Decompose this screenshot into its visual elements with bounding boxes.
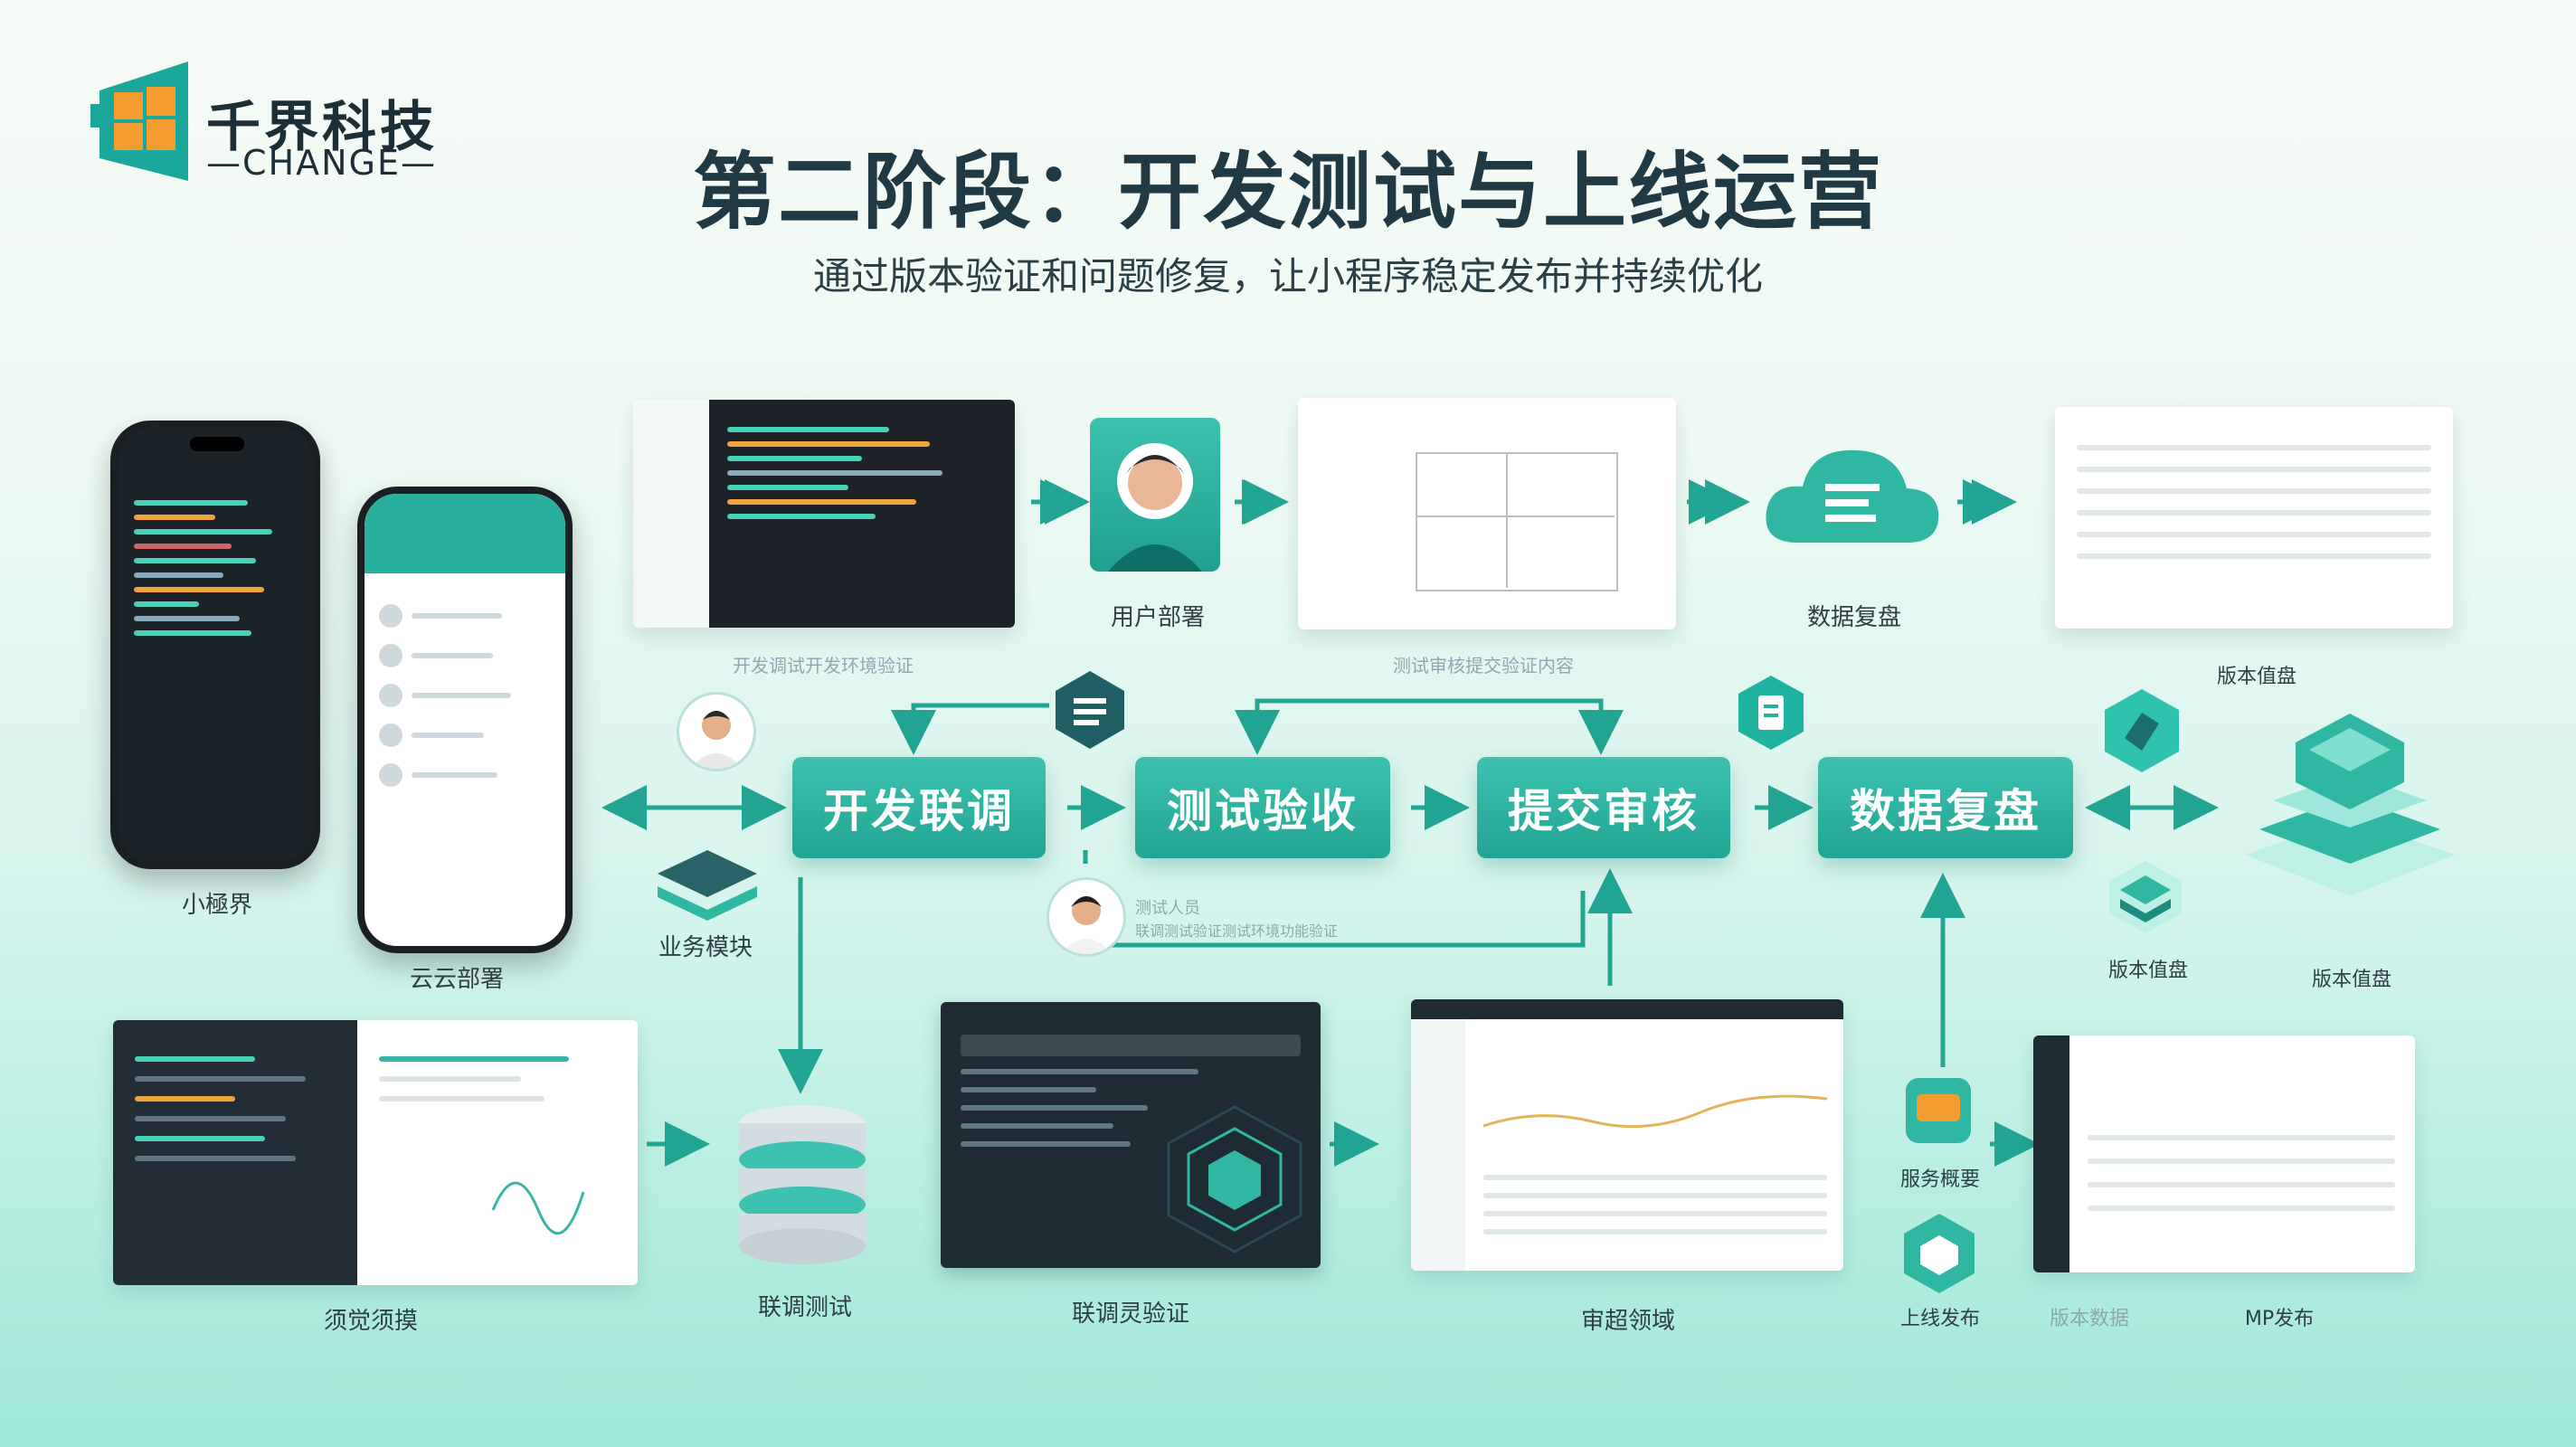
stage-submit-review[interactable]: 提交审核 <box>1477 757 1730 858</box>
user-avatar-card <box>1090 418 1220 572</box>
label-mp-publish: MP发布 <box>2244 1308 2315 1330</box>
dashboard-screenshot-review <box>1411 999 1843 1271</box>
wireframe-document <box>1298 398 1676 629</box>
person-icon <box>690 711 743 769</box>
devtool-screenshot <box>113 1020 638 1285</box>
clipboard-hex-icon <box>1738 676 1804 750</box>
line-chart-icon <box>1482 1094 1828 1129</box>
cloud-icon <box>1766 449 1939 543</box>
label-version-mgmt: 版本值盘 <box>2107 960 2188 982</box>
phone-light <box>357 487 573 953</box>
label-user-deploy: 用户部署 <box>1110 604 1205 631</box>
chat-bubble-icon <box>1906 1078 1971 1143</box>
layers-stack-icon <box>2245 714 2455 896</box>
brand-name: 千界科技 <box>206 96 438 159</box>
brand-logo <box>90 54 195 190</box>
label-data-review: 数据复盘 <box>1806 604 1901 631</box>
cloud-data-icon <box>1762 434 1943 552</box>
label-version-mgmt2: 版本值盘 <box>2311 969 2391 991</box>
logo-icon <box>90 61 188 181</box>
caption-dev: 开发调试开发环境验证 <box>733 655 914 676</box>
launch-hex-icon <box>1904 1214 1975 1293</box>
arrow-doc-cloud <box>1691 479 1750 525</box>
label-mini-world: 小極界 <box>181 892 252 919</box>
person-icon <box>1060 896 1113 954</box>
cube-hex-icon <box>2105 689 2179 772</box>
stage-test-acceptance[interactable]: 测试验收 <box>1135 757 1390 858</box>
phone-dark <box>110 421 320 869</box>
dev-person-label: 测试人员 <box>1135 899 1200 918</box>
arrow-cloud-table <box>1963 479 2017 525</box>
label-business-module: 业务模块 <box>658 934 753 961</box>
arrow-code-user <box>1031 479 1090 525</box>
brand-sub: —CHANGE— <box>206 143 437 183</box>
table-screenshot-top <box>2055 407 2453 629</box>
label-release-data: 版本数据 <box>2049 1308 2129 1330</box>
terminal-screenshot <box>941 1002 1321 1268</box>
hex-chip-icon <box>1167 1105 1302 1253</box>
label-review-audit: 审超领域 <box>1580 1308 1675 1335</box>
user-icon <box>1108 443 1202 572</box>
label-feature: 服务概要 <box>1899 1168 1980 1191</box>
page-subtitle: 通过版本验证和问题修复，让小程序稳定发布并持续优化 <box>812 254 1763 298</box>
check-module-icon <box>2109 861 2182 933</box>
dashboard-screenshot-release <box>2033 1036 2415 1272</box>
dev-person-sub: 联调测试验证测试环境功能验证 <box>1135 922 1339 940</box>
caption-review: 测试审核提交验证内容 <box>1393 655 1574 676</box>
label-preview: 须觉须摸 <box>323 1308 418 1335</box>
page-title: 第二阶段：开发测试与上线运营 <box>692 144 1883 241</box>
label-launch: 上线发布 <box>1899 1308 1980 1330</box>
stage-dev-integration[interactable]: 开发联调 <box>792 757 1046 858</box>
avatar-top <box>677 692 756 771</box>
label-cloud-deploy: 云云部署 <box>409 966 504 993</box>
stage-data-review[interactable]: 数据复盘 <box>1818 757 2073 858</box>
module-stack-icon <box>658 850 757 921</box>
database-icon <box>739 1105 866 1264</box>
wave-chart-icon <box>491 1181 585 1235</box>
label-version-upgrade: 版本值盘 <box>2216 666 2297 688</box>
doc-hex-icon <box>1056 671 1124 749</box>
label-joint-verify: 联调灵验证 <box>1071 1300 1189 1328</box>
label-joint-test: 联调测试 <box>757 1294 852 1321</box>
avatar-mid <box>1046 877 1126 957</box>
arrow-user-doc <box>1235 479 1289 525</box>
code-editor-screenshot <box>633 400 1015 628</box>
